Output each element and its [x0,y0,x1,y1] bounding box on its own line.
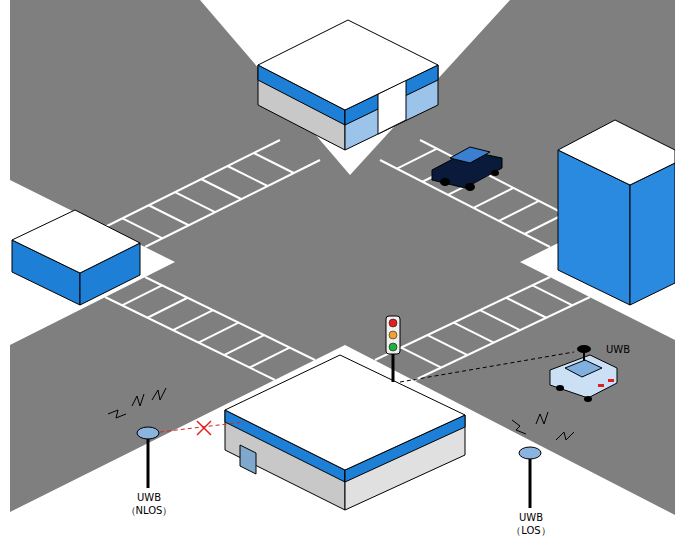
sidewalk-bottom [10,345,675,538]
building-bottom [225,355,465,510]
blocked-mark [197,421,211,435]
traffic-light [386,316,400,382]
crosswalk-bottom-right [375,277,590,380]
building-right [558,120,675,305]
los-link [400,352,574,382]
uwb-anchor-los [512,412,574,508]
building-top [258,20,438,150]
uwb-label: UWB [606,343,630,356]
crosswalk-bottom-left [105,277,315,380]
road-surface [10,0,675,538]
uwb-label: UWB （NLOS） [123,491,175,517]
uwb-label: UWB （LOS） [505,511,557,537]
car-dark [432,147,502,191]
sidewalk-top [200,0,510,175]
crosswalk-top-left [105,140,320,247]
building-left [12,210,140,305]
uwb-anchor-nlos [108,388,166,488]
